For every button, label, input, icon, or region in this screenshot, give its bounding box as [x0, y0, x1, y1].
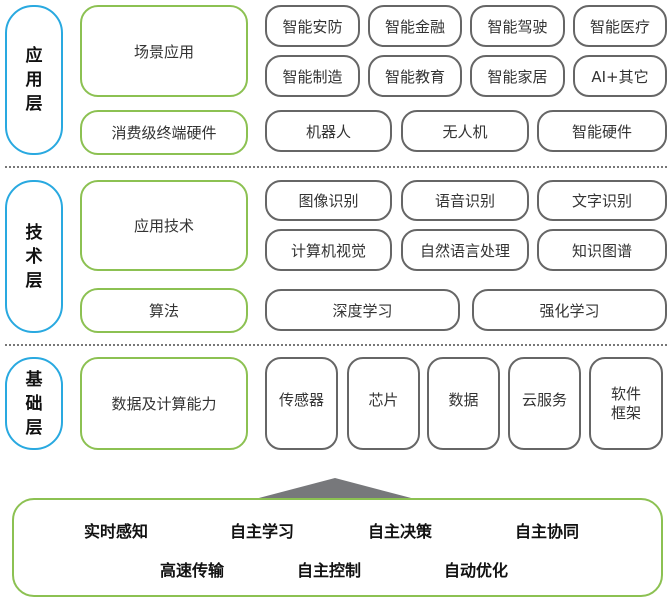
layer-technology: 技术层: [5, 180, 63, 333]
item: 智能硬件: [537, 110, 667, 152]
item: 语音识别: [401, 180, 529, 221]
item: 无人机: [401, 110, 529, 152]
item: 智能金融: [368, 5, 462, 47]
group-app-tech: 应用技术: [80, 180, 248, 271]
item: 芯片: [347, 357, 420, 450]
item: 智能家居: [470, 55, 565, 97]
item: 智能驾驶: [470, 5, 565, 47]
item: 图像识别: [265, 180, 392, 221]
capability: 自主决策: [367, 522, 433, 541]
item: 深度学习: [265, 289, 460, 331]
group-scenario-apps: 场景应用: [80, 5, 248, 97]
group-algorithm: 算法: [80, 288, 248, 333]
item: 数据: [427, 357, 500, 450]
capability: 自主协同: [514, 522, 580, 541]
item: 智能安防: [265, 5, 360, 47]
group-data-compute: 数据及计算能力: [80, 357, 248, 450]
layer-foundation: 基础层: [5, 357, 63, 450]
item: 知识图谱: [537, 229, 667, 271]
capability: 实时感知: [83, 522, 149, 541]
item: 计算机视觉: [265, 229, 392, 271]
item: 软件框架: [589, 357, 663, 450]
item: 云服务: [508, 357, 581, 450]
item: 强化学习: [472, 289, 667, 331]
item: 机器人: [265, 110, 392, 152]
group-consumer-hardware: 消费级终端硬件: [80, 110, 248, 155]
item: 智能教育: [368, 55, 462, 97]
item: 文字识别: [537, 180, 667, 221]
capabilities-box: [12, 498, 663, 597]
capability: 自主控制: [296, 561, 362, 580]
layer-application: 应用层: [5, 5, 63, 155]
item: 智能制造: [265, 55, 360, 97]
capability: 自动优化: [443, 561, 509, 580]
divider: [5, 166, 667, 168]
item: 智能医疗: [573, 5, 667, 47]
divider: [5, 344, 667, 346]
item: 传感器: [265, 357, 338, 450]
capability: 高速传输: [159, 561, 225, 580]
capability: 自主学习: [229, 522, 295, 541]
item: 自然语言处理: [401, 229, 529, 271]
item: AI+其它: [573, 55, 667, 97]
